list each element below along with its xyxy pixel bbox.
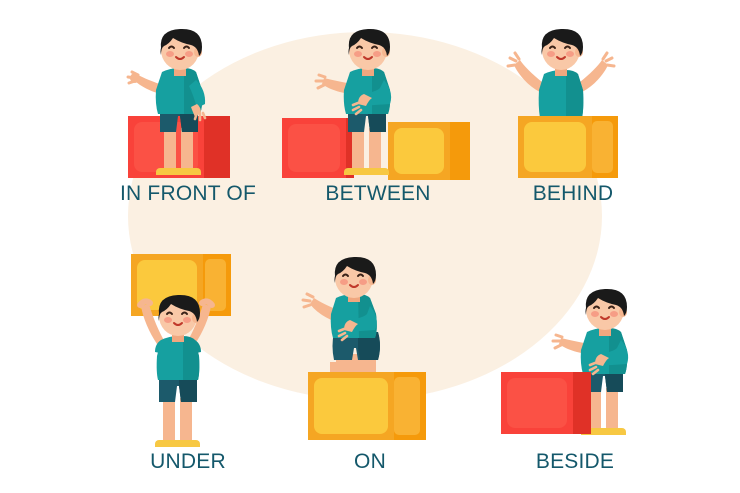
scene-in-front-of[interactable] xyxy=(118,28,258,188)
scene-under[interactable] xyxy=(123,250,253,450)
illustration-on xyxy=(301,256,426,440)
illustration-between xyxy=(282,28,470,180)
scene-between[interactable] xyxy=(278,28,478,188)
illustration-in-front-of xyxy=(126,28,230,178)
scene-on[interactable] xyxy=(300,256,440,452)
illustration-behind xyxy=(506,28,618,178)
caption-on: ON xyxy=(354,450,386,473)
caption-under: UNDER xyxy=(150,450,226,473)
scene-behind[interactable] xyxy=(506,28,638,188)
scene-beside[interactable] xyxy=(495,282,655,452)
caption-behind: BEHIND xyxy=(532,182,614,205)
caption-in-front-of: IN FRONT OF xyxy=(120,182,256,205)
caption-beside: BESIDE xyxy=(535,450,615,473)
illustration-under xyxy=(131,254,231,447)
illustration-beside xyxy=(501,288,629,435)
caption-between: BETWEEN xyxy=(325,182,431,205)
